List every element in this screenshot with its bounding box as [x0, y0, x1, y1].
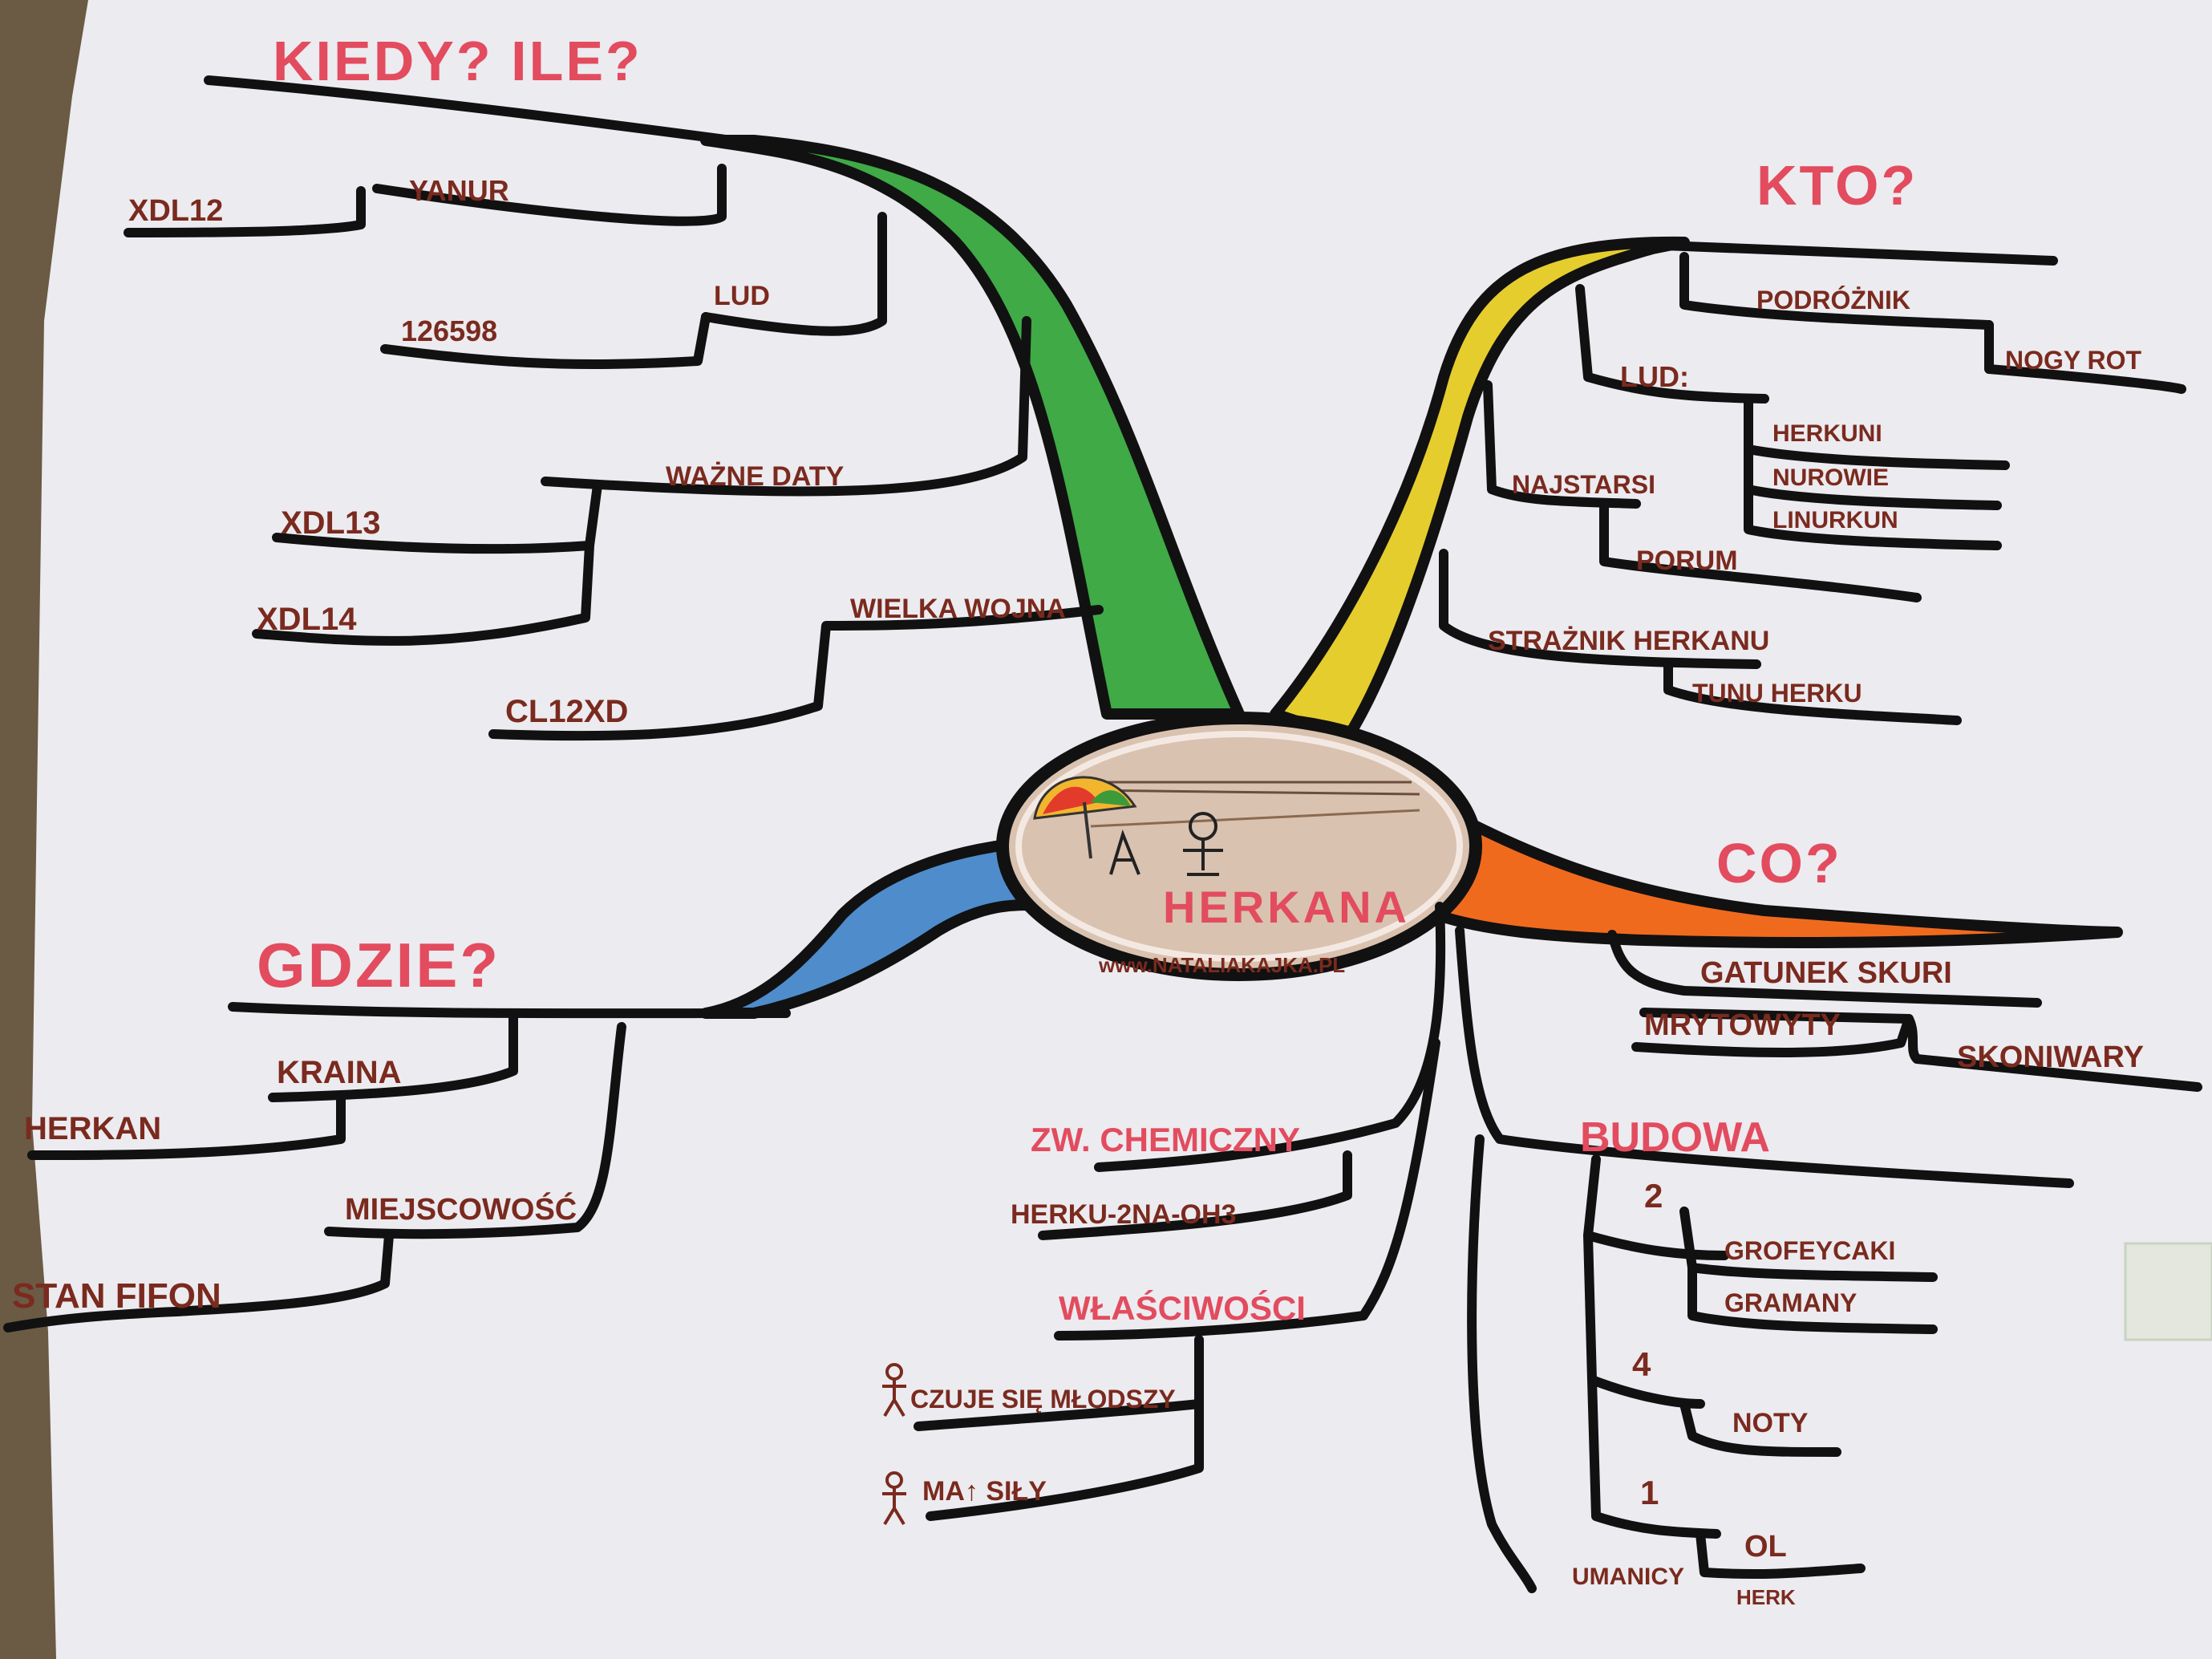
label-wzor: HERKU-2NA-OH3: [1011, 1199, 1236, 1230]
heading-budowa: BUDOWA: [1580, 1114, 1770, 1161]
label-ol: OL: [1744, 1530, 1787, 1564]
label-herkan: HERKAN: [24, 1111, 161, 1146]
heading-co: CO?: [1716, 832, 1842, 894]
label-gramany: GRAMANY: [1724, 1288, 1857, 1317]
label-stan-fifon: STAN FIFON: [12, 1276, 221, 1316]
branch-lines-gdzie: [3, 1002, 791, 1332]
label-xdl12: XDL12: [128, 194, 223, 228]
label-noty: NOTY: [1732, 1408, 1809, 1438]
label-skoniwary: SKONIWARY: [1957, 1040, 2144, 1074]
label-yanur: YANUR: [409, 174, 509, 207]
label-gatunek: GATUNEK SKURI: [1700, 956, 1952, 990]
label-herkuni: HERKUNI: [1772, 420, 1882, 447]
label-xdl13: XDL13: [281, 505, 381, 541]
label-straznik: STRAŻNIK HERKANU: [1488, 626, 1769, 656]
label-kraina: KRAINA: [277, 1055, 402, 1090]
center-url: www.NATALIAKAJKA.PL: [1098, 953, 1345, 977]
person-icon: [882, 1363, 906, 1526]
label-wazne-daty: WAŻNE DATY: [666, 461, 845, 492]
center-title: HERKANA: [1163, 882, 1410, 932]
umbrella-icon: [1033, 776, 1137, 859]
label-ma-sily: MA↑ SIŁY: [922, 1476, 1047, 1507]
heading-gdzie: GDZIE?: [257, 930, 500, 1000]
label-xdl14: XDL14: [257, 602, 357, 637]
label-lud-kto: LUD:: [1620, 360, 1689, 393]
branch-lines-kiedy: [124, 75, 1104, 741]
label-czuje: CZUJE SIĘ MŁODSZY: [910, 1385, 1176, 1414]
orange-main-branch: [1430, 805, 2123, 948]
sticky-note: [2124, 1242, 2212, 1341]
label-wielka-wojna: WIELKA WOJNA: [850, 594, 1066, 624]
label-najstarsi: NAJSTARSI: [1512, 470, 1655, 499]
branch-lines-co: [1607, 930, 2202, 1092]
stick-figures-icon: [1109, 812, 1223, 876]
label-linurowie: LINURKUN: [1772, 507, 1898, 533]
heading-zw-chemiczny: ZW. CHEMICZNY: [1031, 1121, 1300, 1158]
label-grofeycaki: GROFEYCAKI: [1724, 1236, 1895, 1265]
heading-kiedy: KIEDY? ILE?: [273, 30, 642, 92]
label-126598: 126598: [401, 314, 497, 347]
label-tuny-herku: TUNU HERKU: [1692, 679, 1862, 708]
label-miejscowosc: MIEJSCOWOŚĆ: [345, 1191, 577, 1227]
label-mrytowyty: MRYTOWYTY: [1644, 1008, 1841, 1042]
label-nogy-rot: NOGY ROT: [2005, 346, 2142, 375]
label-cl12xd: CL12XD: [505, 694, 628, 729]
center-image: [996, 712, 1482, 981]
heading-kto: KTO?: [1756, 154, 1918, 217]
label-nurowie: NUROWIE: [1772, 464, 1889, 491]
label-num-4: 4: [1632, 1345, 1651, 1383]
label-umanicy: UMANICY: [1572, 1564, 1684, 1590]
heading-wlasciwosci: WŁAŚCIWOŚCI: [1059, 1288, 1306, 1327]
label-num-2: 2: [1644, 1177, 1663, 1215]
label-lud-kiedy: LUD: [714, 281, 770, 311]
label-herk: HERK: [1736, 1585, 1796, 1609]
label-num-1: 1: [1640, 1474, 1659, 1511]
branch-lines-kto: [1439, 240, 2186, 725]
branch-lines-bottom: [914, 902, 2074, 1593]
label-porum: PORUM: [1636, 546, 1738, 576]
label-podroznik: PODRÓŻNIK: [1756, 286, 1910, 314]
